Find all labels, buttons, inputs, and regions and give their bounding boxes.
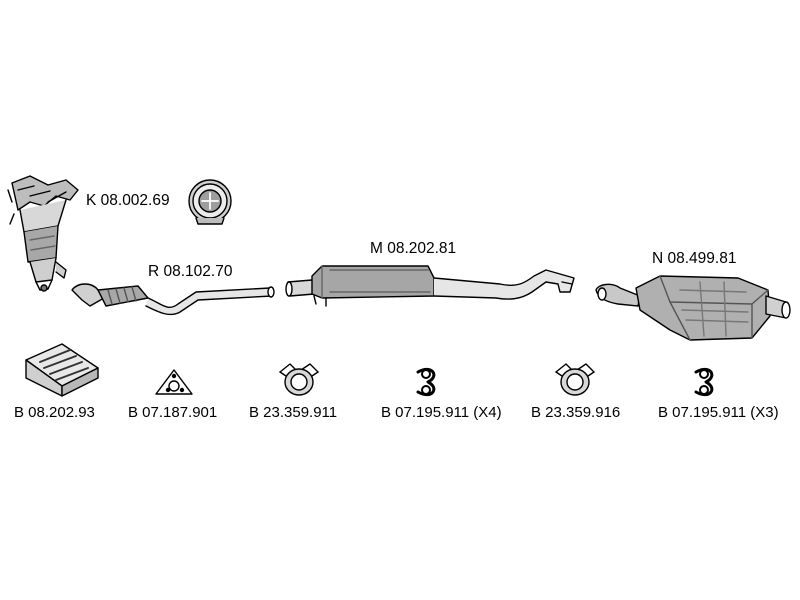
mounting-kit-box-icon: [25, 343, 99, 397]
pipe-clamp-icon: [555, 363, 595, 396]
fitting-code-gasket: B 07.187.901: [128, 404, 218, 421]
front-pipe-part: [71, 283, 275, 316]
part-code-catalytic-converter: K 08.002.69: [86, 192, 170, 209]
fitting-code-clamp-2: B 23.359.916: [531, 404, 621, 421]
fitting-code-mounting-kit: B 08.202.93: [14, 404, 95, 421]
part-code-middle-silencer: M 08.202.81: [370, 240, 457, 257]
part-code-rear-silencer: N 08.499.81: [652, 250, 737, 267]
fitting-code-rubber-hanger-2: B 07.195.911 (X3): [658, 404, 779, 421]
gasket-icon: [155, 369, 193, 395]
fitting-code-clamp-1: B 23.359.911: [249, 404, 338, 421]
rubber-hanger-icon: [416, 367, 436, 397]
certification-seal-icon: [188, 179, 232, 225]
rubber-hanger-icon: [694, 367, 714, 397]
rear-silencer-part: [595, 275, 791, 341]
part-code-front-pipe: R 08.102.70: [148, 263, 233, 280]
fitting-code-rubber-hanger-1: B 07.195.911 (X4): [381, 404, 502, 421]
middle-silencer-part: [285, 265, 575, 307]
catalytic-converter-part: [7, 175, 79, 292]
pipe-clamp-icon: [279, 363, 319, 396]
